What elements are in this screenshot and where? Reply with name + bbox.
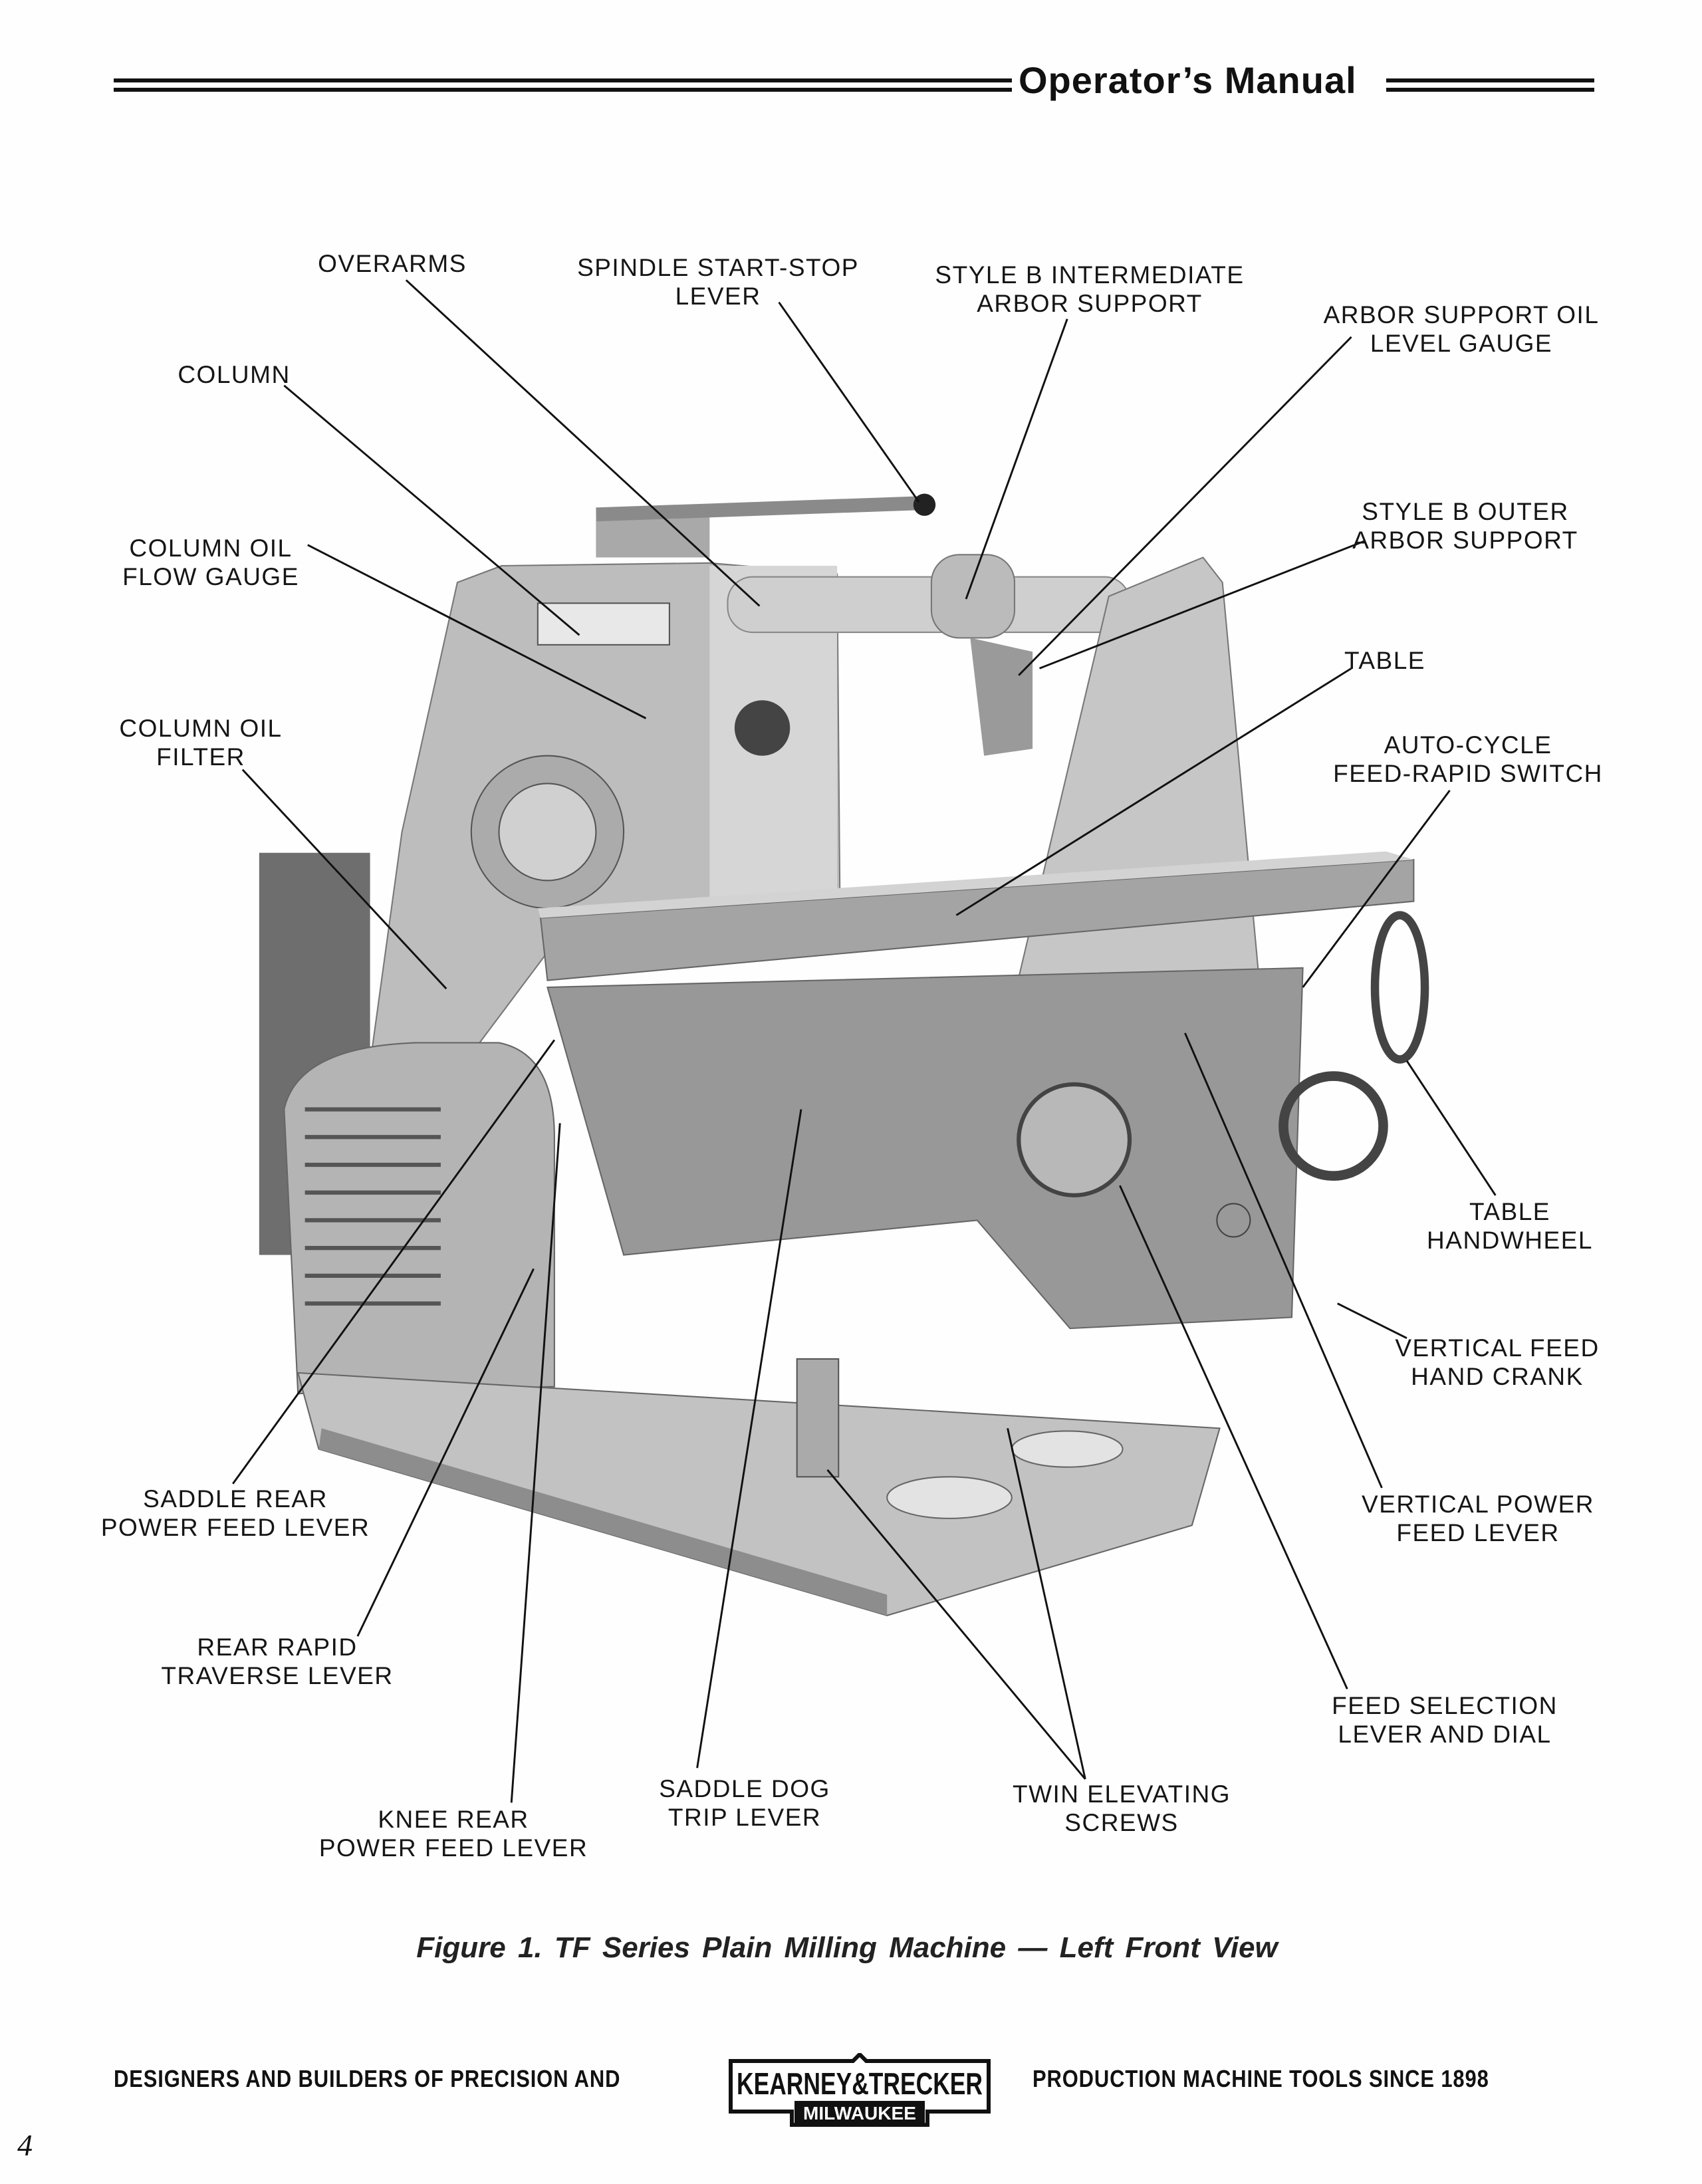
label-column: COLUMN — [178, 360, 290, 389]
label-line: TRAVERSE LEVER — [161, 1662, 394, 1689]
label-line: STYLE B INTERMEDIATE — [935, 261, 1245, 289]
label-line: HANDWHEEL — [1427, 1227, 1593, 1254]
leader-lines — [232, 279, 1497, 1803]
machine-illustration — [259, 493, 1429, 1616]
leader-knee-rear — [510, 1123, 561, 1803]
label-line: VERTICAL FEED — [1395, 1334, 1600, 1362]
label-line: OVERARMS — [318, 250, 467, 277]
label-table: TABLE — [1344, 646, 1425, 675]
label-line: FEED SELECTION — [1332, 1692, 1558, 1719]
figure-caption: Figure 1. TF Series Plain Milling Machin… — [416, 1931, 1278, 1964]
header-rule — [1386, 78, 1594, 82]
label-line: TABLE — [1469, 1198, 1550, 1225]
leader-arbor-oil — [1018, 336, 1352, 676]
leader-style-b-outer — [1038, 540, 1366, 669]
label-line: POWER FEED LEVER — [100, 1514, 370, 1541]
label-line: FILTER — [156, 743, 245, 771]
label-line: LEVER AND DIAL — [1338, 1721, 1552, 1748]
header-rule — [1386, 88, 1594, 92]
leader-twin-screws — [1007, 1427, 1086, 1780]
label-line: REAR RAPID — [197, 1634, 358, 1661]
label-line: SPINDLE START-STOP — [577, 254, 859, 281]
leader-rear-rapid — [356, 1268, 535, 1637]
leader-overarms — [405, 279, 761, 607]
leader-table-handwheel — [1405, 1060, 1497, 1196]
label-line: COLUMN OIL — [129, 535, 293, 562]
leader-column-oil-flow — [307, 544, 647, 719]
leader-vertical-power — [1184, 1032, 1383, 1489]
leader-spindle — [778, 301, 920, 503]
label-line: LEVEL GAUGE — [1370, 330, 1553, 357]
label-line: TABLE — [1344, 647, 1425, 674]
label-line: LEVER — [675, 283, 761, 310]
leader-style-b-intermediate — [965, 318, 1068, 600]
label-line: ARBOR SUPPORT OIL — [1323, 301, 1600, 328]
label-line: VERTICAL POWER — [1362, 1491, 1594, 1518]
leader-table — [955, 667, 1352, 916]
logo-text-top: KEARNEY&TRECKER — [737, 2066, 983, 2101]
label-line: TRIP LEVER — [668, 1804, 822, 1831]
label-line: ARBOR SUPPORT — [977, 290, 1203, 317]
leader-feed-selection — [1119, 1185, 1348, 1690]
kearney-trecker-logo: KEARNEY&TRECKER MILWAUKEE — [729, 2053, 991, 2127]
leader-auto-cycle — [1302, 789, 1451, 988]
leader-saddle-rear — [232, 1039, 556, 1485]
label-line: FEED LEVER — [1396, 1519, 1560, 1546]
label-line: COLUMN — [178, 361, 291, 388]
leader-saddle-dog — [696, 1109, 802, 1768]
header-rule — [114, 88, 1012, 92]
logo-text-bottom: MILWAUKEE — [803, 2103, 916, 2123]
label-line: COLUMN OIL — [119, 715, 283, 742]
page-number: 4 — [17, 2128, 33, 2162]
leader-column — [283, 384, 580, 636]
leader-twin-screws — [826, 1469, 1086, 1780]
footer-right-text: PRODUCTION MACHINE TOOLS SINCE 1898 — [1033, 2065, 1489, 2092]
header-rule — [114, 78, 1012, 82]
label-line: FEED-RAPID SWITCH — [1333, 760, 1603, 787]
header-title: Operator’s Manual — [1019, 59, 1357, 101]
label-line: STYLE B OUTER — [1362, 498, 1569, 525]
label-line: SCREWS — [1064, 1809, 1179, 1836]
leader-column-oil-filter — [241, 769, 447, 990]
label-line: KNEE REAR — [378, 1806, 529, 1833]
label-line: TWIN ELEVATING — [1013, 1780, 1231, 1808]
label-line: FLOW GAUGE — [122, 563, 299, 590]
label-line: SADDLE REAR — [143, 1485, 328, 1513]
label-line: ARBOR SUPPORT — [1352, 527, 1578, 554]
label-line: POWER FEED LEVER — [318, 1834, 588, 1862]
leader-vertical-feed-crank — [1337, 1302, 1407, 1340]
label-overarms: OVERARMS — [318, 249, 467, 278]
label-line: AUTO-CYCLE — [1384, 731, 1552, 759]
label-line: HAND CRANK — [1411, 1363, 1584, 1390]
footer-left-text: DESIGNERS AND BUILDERS OF PRECISION AND — [114, 2065, 621, 2092]
label-line: SADDLE DOG — [659, 1775, 830, 1802]
